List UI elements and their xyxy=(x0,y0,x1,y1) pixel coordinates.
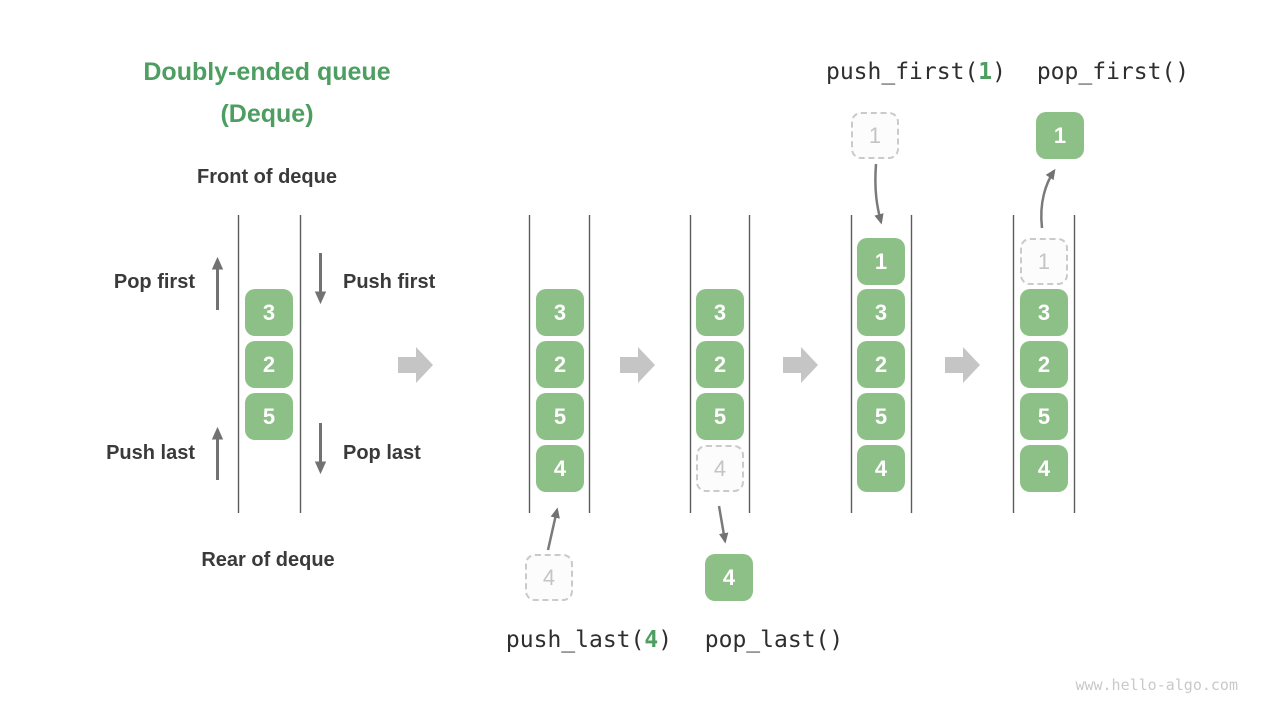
ghost-cell-removed: 4 xyxy=(696,445,744,492)
pop-first-call-label: pop_first() xyxy=(1036,59,1190,85)
push-first-call-label: push_first(1) xyxy=(826,61,1006,84)
ghost-cell-incoming: 1 xyxy=(851,112,899,159)
pop-last-label: Pop last xyxy=(343,442,421,464)
code-arg: 4 xyxy=(644,627,659,653)
watermark: www.hello-algo.com xyxy=(1075,676,1238,694)
deque-walls xyxy=(239,215,1075,513)
deque-cell: 5 xyxy=(245,393,293,440)
diagram-title-line2: (Deque) xyxy=(220,100,314,128)
deque-cell: 3 xyxy=(696,289,744,336)
pop-first-label: Pop first xyxy=(113,271,195,293)
push-first-insert-arrow-icon xyxy=(875,164,884,225)
popped-cell: 1 xyxy=(1036,112,1084,159)
right-block-arrow-icon xyxy=(945,347,980,383)
right-block-arrow-icon xyxy=(620,347,655,383)
deque-cell: 2 xyxy=(857,341,905,388)
legend-arrows xyxy=(211,253,327,480)
push-last-call-label: push_last(4) xyxy=(506,629,672,652)
deque-cell: 5 xyxy=(857,393,905,440)
deque-cell: 2 xyxy=(696,341,744,388)
deque-cell: 2 xyxy=(245,341,293,388)
stage-arrows xyxy=(398,347,980,383)
deque-cell: 4 xyxy=(1020,445,1068,492)
ghost-cell-removed: 1 xyxy=(1020,238,1068,285)
popped-cell: 4 xyxy=(705,554,753,601)
code-text: push_first( xyxy=(825,59,979,85)
push-last-label: Push last xyxy=(106,442,195,464)
deque-cell: 4 xyxy=(857,445,905,492)
pop-last-call-label: pop_last() xyxy=(704,627,844,653)
front-of-deque-label: Front of deque xyxy=(197,166,337,188)
deque-cell: 3 xyxy=(857,289,905,336)
code-text: ) xyxy=(658,627,673,653)
deque-cell: 5 xyxy=(1020,393,1068,440)
deque-cell: 3 xyxy=(536,289,584,336)
code-text: push_last( xyxy=(505,627,645,653)
deque-cell: 5 xyxy=(536,393,584,440)
deque-cell: 1 xyxy=(857,238,905,285)
deque-cell: 4 xyxy=(536,445,584,492)
deque-cell: 5 xyxy=(696,393,744,440)
deque-cell: 2 xyxy=(536,341,584,388)
deque-cell: 2 xyxy=(1020,341,1068,388)
element-flow-arrows xyxy=(548,164,1056,550)
push-last-insert-arrow-icon xyxy=(548,507,560,550)
right-block-arrow-icon xyxy=(783,347,818,383)
rear-of-deque-label: Rear of deque xyxy=(201,549,335,571)
pop-last-remove-arrow-icon xyxy=(719,506,729,544)
diagram-title-line1: Doubly-ended queue xyxy=(143,58,391,86)
ghost-cell-incoming: 4 xyxy=(525,554,573,601)
deque-cell: 3 xyxy=(1020,289,1068,336)
right-block-arrow-icon xyxy=(398,347,433,383)
push-first-label: Push first xyxy=(343,271,436,293)
pop-first-remove-arrow-icon xyxy=(1041,168,1056,228)
code-arg: 1 xyxy=(978,59,993,85)
code-text: ) xyxy=(992,59,1007,85)
deque-cell: 3 xyxy=(245,289,293,336)
